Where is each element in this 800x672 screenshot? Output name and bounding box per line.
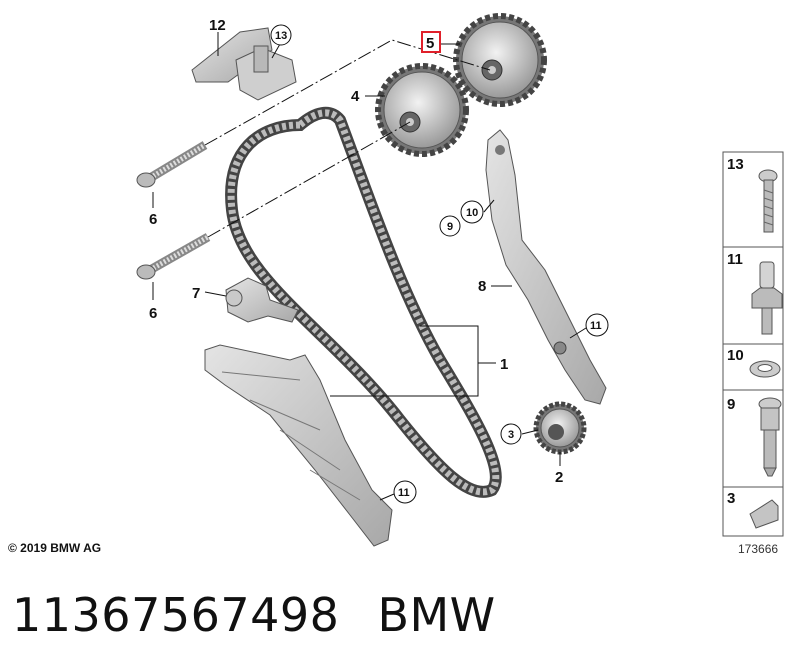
callout-8: 8 — [478, 278, 486, 295]
torx-bolt-icon — [758, 169, 778, 233]
bolt-upper[interactable] — [136, 141, 208, 188]
callout-11-lower: 11 — [398, 487, 410, 499]
callout-1-bracket — [330, 325, 496, 397]
legend-number-13: 13 — [727, 156, 744, 173]
callout-4: 4 — [351, 88, 360, 105]
callout-11-right: 11 — [590, 320, 602, 332]
diagram-number: 173666 — [738, 542, 779, 556]
legend-panel: 13 11 10 9 3 — [722, 151, 784, 537]
pin-bolt-icon — [758, 397, 782, 477]
callout-5: 5 — [426, 35, 434, 52]
callout-6-upper: 6 — [149, 211, 157, 228]
callout-7: 7 — [192, 285, 200, 302]
guide-rail[interactable] — [485, 129, 607, 405]
washer-icon — [749, 360, 781, 378]
leader-lines — [204, 39, 491, 238]
stud-bolt-icon — [751, 261, 783, 335]
legend-number-10: 10 — [727, 347, 744, 364]
callout-1: 1 — [500, 356, 508, 373]
part-number-line: 11367567498 BMW — [12, 588, 534, 642]
legend-number-11: 11 — [727, 251, 743, 268]
timing-chain — [225, 106, 502, 498]
brand-name: BMW — [377, 588, 496, 642]
callout-6-lower: 6 — [149, 305, 157, 322]
callout-12: 12 — [209, 17, 226, 34]
tensioner-rail[interactable] — [204, 344, 393, 547]
copyright-text: © 2019 BMW AG — [8, 541, 102, 555]
camshaft-adjuster-exhaust[interactable] — [453, 13, 547, 107]
legend-number-9: 9 — [727, 396, 735, 413]
part-number: 11367567498 — [12, 588, 340, 642]
camshaft-adjuster-intake[interactable] — [375, 63, 469, 157]
callout-9: 9 — [447, 221, 453, 233]
highlight-box — [421, 31, 441, 53]
callout-3: 3 — [508, 429, 514, 441]
upper-chain-guide[interactable] — [191, 27, 297, 101]
callout-10: 10 — [466, 207, 478, 219]
bolt-lower[interactable] — [136, 233, 211, 280]
chain-tensioner[interactable] — [225, 277, 299, 323]
crankshaft-sprocket[interactable] — [533, 401, 587, 455]
callouts: 12 13 5 4 6 6 7 8 10 9 1 11 3 2 11 — [149, 17, 609, 504]
callout-13: 13 — [275, 30, 287, 42]
callout-2: 2 — [555, 469, 563, 486]
woodruff-key-icon — [749, 499, 779, 529]
callout-leaders — [152, 32, 587, 501]
legend-number-3: 3 — [727, 490, 735, 507]
